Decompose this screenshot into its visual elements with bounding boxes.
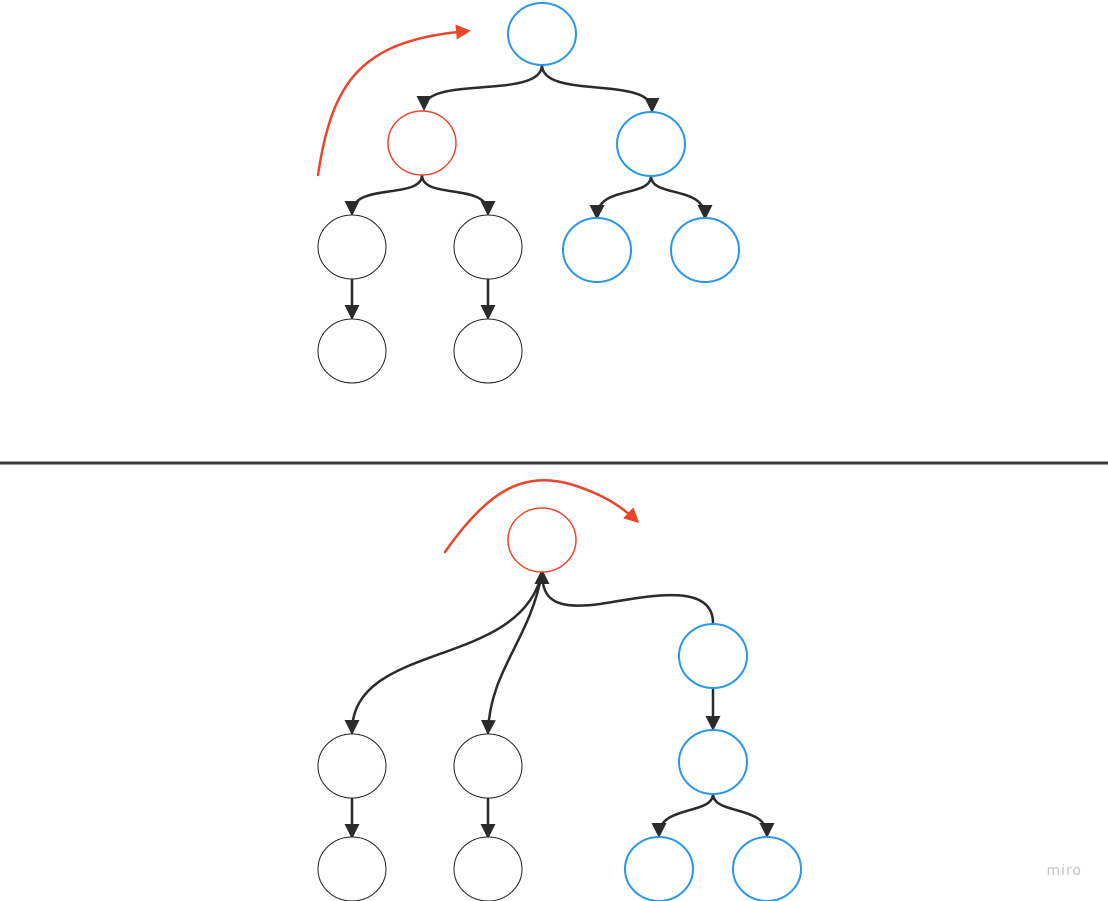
miro-watermark: miro xyxy=(1046,863,1082,879)
node-t4[interactable] xyxy=(317,214,387,280)
node-t2[interactable] xyxy=(387,110,457,176)
node-t5[interactable] xyxy=(453,214,523,280)
node-b5[interactable] xyxy=(678,729,748,795)
rotation-arrow-bottom xyxy=(443,479,640,554)
node-b9[interactable] xyxy=(453,836,523,901)
node-b4[interactable] xyxy=(678,623,748,689)
edge-t3-t6 xyxy=(589,175,653,220)
node-b6[interactable] xyxy=(624,836,694,901)
edge-b5-b6 xyxy=(651,793,715,838)
edge-t1-t3 xyxy=(540,64,660,113)
bottom-edges xyxy=(344,569,775,839)
rotation-arrow-top xyxy=(316,24,471,177)
bottom-nodes xyxy=(317,507,802,901)
node-b1[interactable] xyxy=(507,507,577,573)
node-t8[interactable] xyxy=(317,318,387,384)
edge-b4-b1 xyxy=(534,569,715,624)
edge-t2-t4 xyxy=(344,174,424,216)
edge-b5-b7 xyxy=(711,793,775,838)
node-t9[interactable] xyxy=(453,318,523,384)
node-b3[interactable] xyxy=(453,733,523,799)
top-edges xyxy=(344,64,713,320)
node-b2[interactable] xyxy=(317,733,387,799)
node-t7[interactable] xyxy=(670,217,740,283)
edge-t1-t2 xyxy=(416,64,544,111)
node-t6[interactable] xyxy=(562,217,632,283)
top-nodes xyxy=(317,2,740,384)
top-panel xyxy=(316,2,740,384)
edge-b1-b3 xyxy=(480,572,544,735)
bottom-panel xyxy=(317,479,802,901)
node-b7[interactable] xyxy=(732,836,802,901)
node-t3[interactable] xyxy=(616,111,686,177)
edge-b1-b2 xyxy=(344,572,544,735)
node-t1[interactable] xyxy=(507,2,577,66)
node-b8[interactable] xyxy=(317,836,387,901)
edge-t3-t7 xyxy=(649,175,713,220)
edge-t2-t5 xyxy=(420,174,496,216)
